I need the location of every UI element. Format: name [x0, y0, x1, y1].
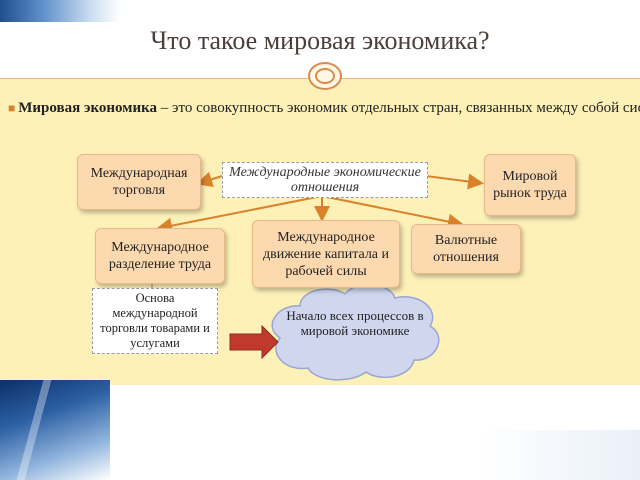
definition-term: Мировая экономика [18, 100, 158, 116]
cloud-text: Начало всех процессов в мировой экономик… [286, 308, 424, 338]
arrow-to-division [156, 195, 323, 234]
box-international-division-of-labor: Международное разделение труда [95, 228, 225, 284]
box-currency-relations: Валютные отношения [411, 224, 521, 274]
box-capital-labor-movement: Международное движение капитала и рабоче… [252, 220, 400, 288]
bottom-decoration [480, 430, 640, 480]
definition: ■Мировая экономика – это совокупность эк… [8, 98, 640, 118]
box-international-trade: Международная торговля [77, 154, 201, 210]
arrow-to-trade [196, 171, 223, 187]
arrow-to-currency [321, 195, 464, 230]
basis-of-trade-note: Основа международной торговли товарами и… [92, 288, 218, 354]
corner-decoration [0, 0, 120, 22]
box-world-labor-market: Мировой рынок труда [484, 154, 576, 216]
side-decoration [0, 380, 110, 480]
arrow-to-labor-market [425, 173, 484, 190]
bullet-icon: ■ [8, 101, 16, 115]
definition-text: – это совокупность экономик отдельных ст… [160, 100, 640, 116]
slide-title: Что такое мировая экономика? [150, 26, 490, 55]
ornament-icon [308, 62, 342, 90]
red-arrow-icon [229, 324, 279, 360]
international-economic-relations-note: Международные экономические отношения [222, 162, 428, 198]
